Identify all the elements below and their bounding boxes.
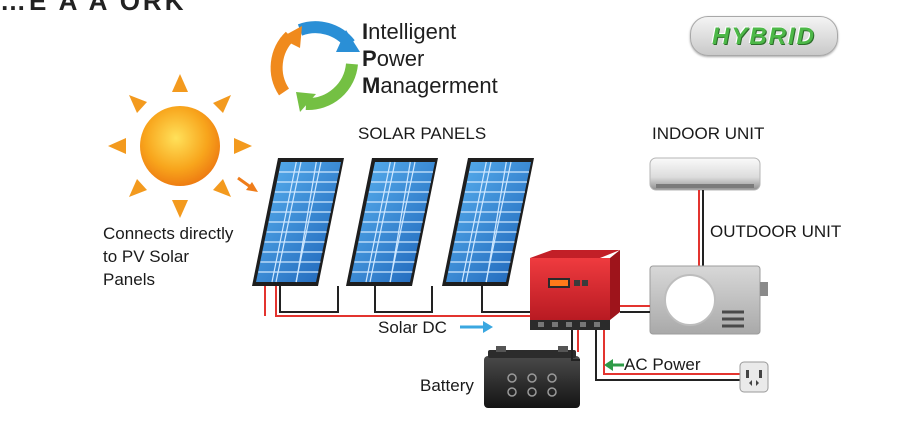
solar-dc-arrow-icon: [460, 321, 493, 333]
connects-line-2: to PV Solar: [103, 247, 189, 266]
top-cut-title: …E A A ORK: [0, 0, 187, 16]
battery: [484, 346, 580, 408]
battery-label: Battery: [420, 376, 474, 395]
indoor-ac-unit: [649, 157, 761, 191]
panel-wiring: [264, 286, 532, 317]
ac-power-label: AC Power: [624, 355, 701, 374]
ipm-title: Intelligent Power Managerment: [362, 18, 498, 99]
ipm-line-2: Power: [362, 46, 425, 71]
hybrid-inverter: [530, 250, 620, 330]
solar-panel-3: [441, 157, 535, 287]
outdoor-unit-label: OUTDOOR UNIT: [710, 222, 842, 241]
hybrid-badge-text: HYBRID: [711, 23, 816, 50]
connects-line-3: Panels: [103, 270, 155, 289]
solar-panels-label: SOLAR PANELS: [358, 124, 487, 143]
outdoor-ac-unit: [649, 265, 768, 335]
connects-line-1: Connects directly: [103, 224, 234, 243]
sun-icon: [108, 74, 252, 218]
solar-dc-label: Solar DC: [378, 318, 447, 337]
solar-panel-1: [251, 157, 345, 287]
indoor-unit-label: INDOOR UNIT: [652, 124, 765, 143]
ipm-line-3: Managerment: [362, 73, 498, 98]
ipm-line-1: Intelligent: [362, 19, 457, 44]
solar-panel-2: [345, 157, 439, 287]
ac-power-arrow-icon: [604, 359, 624, 371]
ipm-cycle-icon: [270, 21, 360, 112]
connects-label: Connects directly to PV Solar Panels: [103, 222, 233, 291]
sun-ray-arrow-icon: [237, 176, 258, 192]
power-outlet-icon: [739, 361, 769, 393]
hybrid-badge: HYBRID: [690, 16, 838, 56]
